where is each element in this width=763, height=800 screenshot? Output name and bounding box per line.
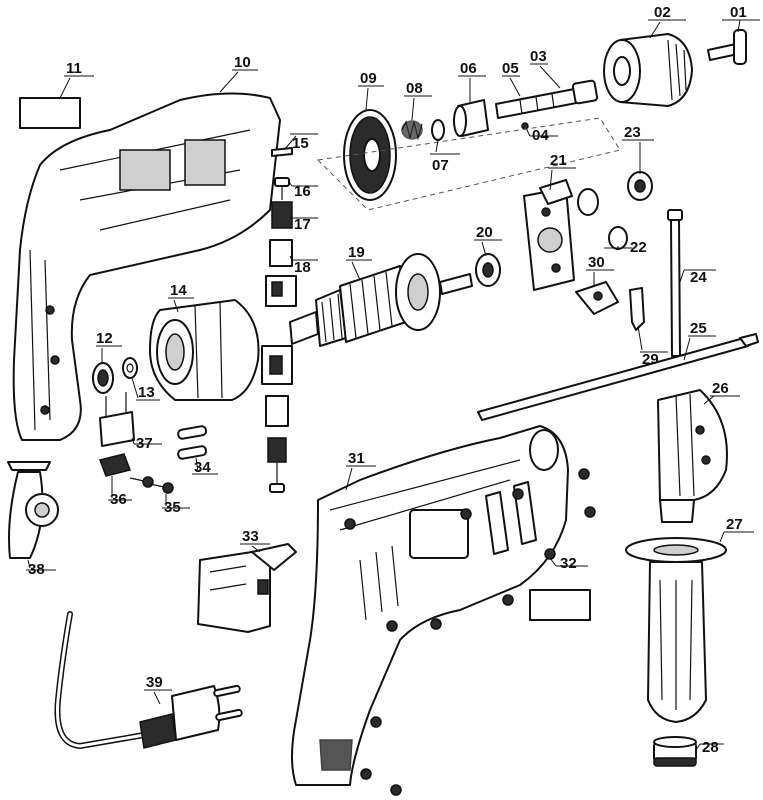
label-34: 34: [194, 459, 211, 476]
part-brush-stack-lower: [261, 345, 293, 493]
label-02: 02: [654, 4, 671, 21]
label-03: 03: [530, 48, 547, 65]
part-02-chuck: [603, 33, 693, 107]
label-10: 10: [234, 54, 251, 71]
label-15: 15: [292, 135, 309, 152]
part-38-cable-sleeve: [7, 461, 59, 559]
label-33: 33: [242, 528, 259, 545]
label-30: 30: [588, 254, 605, 271]
part-30-lever: [575, 281, 619, 315]
part-33-switch: [197, 543, 297, 633]
part-number-labels: 01 02 03 04 05 06 07 08 09 10 11 12 13 1…: [28, 4, 747, 756]
part-27-aux-handle: [625, 537, 727, 723]
part-10-housing-half: [12, 92, 281, 441]
part-03-spindle: [495, 79, 599, 119]
part-34-pins: [177, 425, 208, 460]
label-36: 36: [110, 491, 127, 508]
part-11-label-plate: [19, 97, 81, 129]
part-22-washer: [577, 188, 628, 250]
label-05: 05: [502, 60, 519, 77]
label-11: 11: [66, 60, 82, 77]
part-25-depth-stop: [477, 333, 759, 421]
part-26-handle-clamp: [657, 389, 728, 523]
label-20: 20: [476, 224, 493, 241]
label-27: 27: [726, 516, 743, 533]
part-23-washer: [627, 171, 653, 201]
label-04: 04: [532, 127, 549, 144]
label-19: 19: [348, 244, 365, 261]
part-21-gearbox-plate: [523, 179, 575, 291]
label-38: 38: [28, 561, 45, 578]
label-25: 25: [690, 320, 707, 337]
part-24-rod: [667, 209, 683, 357]
part-01-bolt: [707, 29, 747, 65]
part-09-gear: [343, 109, 397, 201]
part-20-bearing: [475, 253, 501, 287]
label-08: 08: [406, 80, 423, 97]
assembly-dashed-outline: [316, 117, 621, 211]
part-rating-plate: [529, 589, 591, 621]
part-35-screws: [129, 476, 174, 494]
part-04-ball: [521, 122, 529, 130]
label-06: 06: [460, 60, 477, 77]
label-23: 23: [624, 124, 641, 141]
label-35: 35: [164, 499, 181, 516]
label-28: 28: [702, 739, 719, 756]
leader-lines: [26, 19, 760, 751]
part-14-stator: [149, 299, 260, 401]
label-14: 14: [170, 282, 187, 299]
label-31: 31: [348, 450, 365, 467]
label-21: 21: [550, 152, 567, 169]
label-39: 39: [146, 674, 163, 691]
label-09: 09: [360, 70, 377, 87]
label-22: 22: [630, 239, 647, 256]
label-18: 18: [294, 259, 311, 276]
label-12: 12: [96, 330, 113, 347]
part-31-main-housing: [291, 425, 569, 786]
label-24: 24: [690, 269, 707, 286]
label-29: 29: [642, 351, 659, 368]
part-12-bearing: [92, 362, 114, 394]
part-36-cable-clamp: [99, 453, 131, 477]
label-32: 32: [560, 555, 577, 572]
part-37-bracket: [99, 392, 135, 447]
label-07: 07: [432, 157, 449, 174]
label-13: 13: [138, 384, 155, 401]
part-06-bearing-sleeve: [453, 99, 489, 137]
part-08-spring: [401, 120, 423, 141]
label-16: 16: [294, 183, 311, 200]
part-39-power-cord: [54, 611, 243, 749]
label-37: 37: [136, 435, 153, 452]
part-15-clip: [271, 147, 293, 157]
part-16-brush-spring: [274, 177, 290, 200]
part-18-brush-holder: [265, 239, 297, 307]
label-26: 26: [712, 380, 729, 397]
part-13-washer: [122, 357, 138, 379]
label-17: 17: [294, 216, 311, 233]
part-29-spring-tab: [629, 287, 645, 331]
part-28-end-cap: [653, 736, 697, 767]
label-01: 01: [730, 4, 747, 21]
part-17-carbon-brush: [271, 201, 293, 229]
screws-main-housing: [360, 468, 596, 796]
part-07-ring: [431, 119, 445, 141]
part-19-armature: [289, 253, 473, 347]
